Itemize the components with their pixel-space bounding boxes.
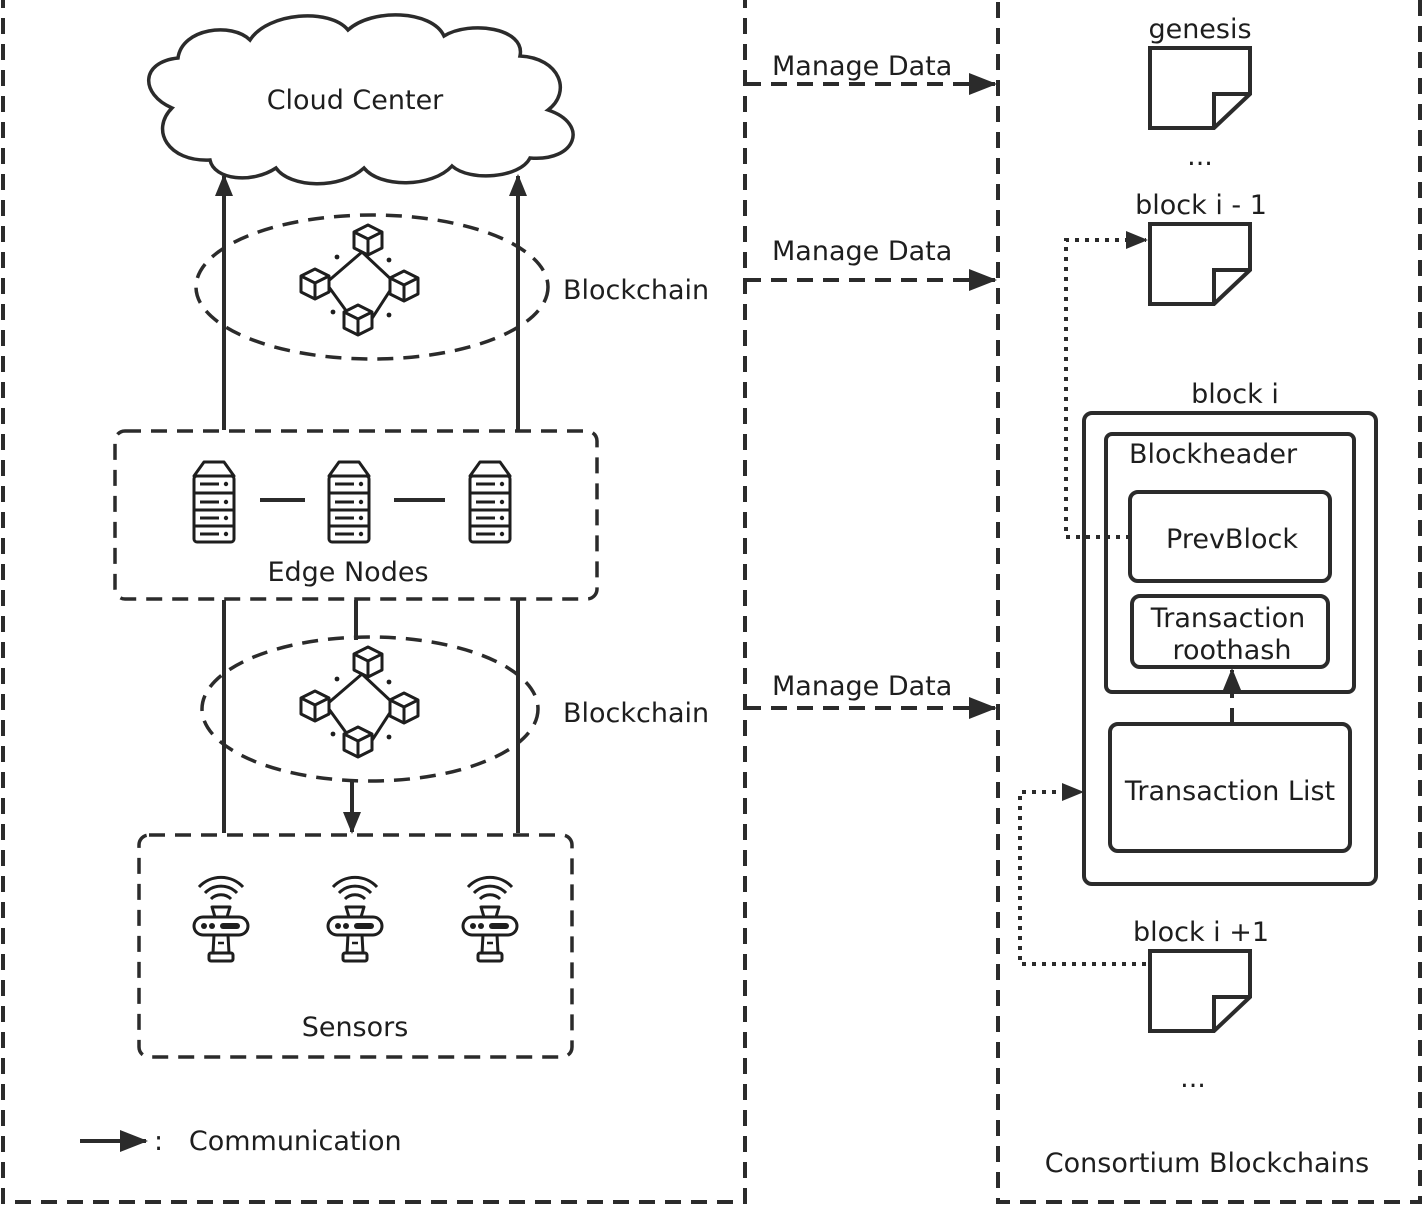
blockchain-upper-label: Blockchain (563, 275, 709, 306)
consortium-panel (996, 0, 1422, 1204)
blockchain-cubes-icon (301, 647, 418, 757)
tx-list-label: Transaction List (1124, 776, 1335, 807)
sensors-label: Sensors (302, 1012, 409, 1043)
next-block-link (1018, 783, 1146, 966)
server-icon (468, 460, 512, 544)
tx-roothash-line1: Transaction (1150, 603, 1305, 634)
legend-label: : Communication (154, 1126, 402, 1157)
edge-nodes-box (113, 429, 599, 601)
blockchain-lower-label: Blockchain (563, 698, 709, 729)
prevblock-label: PrevBlock (1166, 524, 1298, 555)
blockchain-cubes-icon (301, 225, 418, 335)
edge-nodes-label: Edge Nodes (267, 557, 428, 588)
prevblock-box (1128, 490, 1332, 583)
genesis-label: genesis (1148, 14, 1251, 45)
manage-data-label: Manage Data (772, 51, 952, 82)
server-icon (192, 460, 236, 544)
manage-data-label: Manage Data (772, 671, 952, 702)
tx-roothash-line2: roothash (1173, 635, 1292, 666)
consortium-title: Consortium Blockchains (1045, 1148, 1369, 1179)
blockchain-upper-ellipse (194, 213, 550, 361)
block-document-icon (1148, 46, 1252, 130)
cloud-center-label: Cloud Center (267, 85, 444, 116)
prevblock-link (1064, 231, 1148, 539)
cloud-center-shape (147, 13, 575, 186)
manage-data-label: Manage Data (772, 236, 952, 267)
sensor-icon (192, 875, 250, 963)
block-i-box (1082, 411, 1378, 886)
blockheader-label: Blockheader (1129, 439, 1298, 470)
ellipsis-bottom: ... (1180, 1063, 1206, 1094)
ellipsis-top: ... (1187, 141, 1213, 172)
block-document-icon (1148, 949, 1252, 1033)
tx-roothash-box (1130, 594, 1330, 669)
block-i-label: block i (1191, 379, 1279, 410)
blockchain-lower-ellipse (200, 635, 540, 783)
block-prev-label: block i - 1 (1135, 190, 1267, 221)
sensor-icon (461, 875, 519, 963)
sensors-box (137, 833, 574, 1059)
sensor-icon (326, 875, 384, 963)
system-panel (1, 0, 747, 1204)
tx-list-box (1108, 722, 1352, 853)
block-next-label: block i +1 (1133, 917, 1269, 948)
block-document-icon (1148, 222, 1252, 306)
server-icon (327, 460, 371, 544)
